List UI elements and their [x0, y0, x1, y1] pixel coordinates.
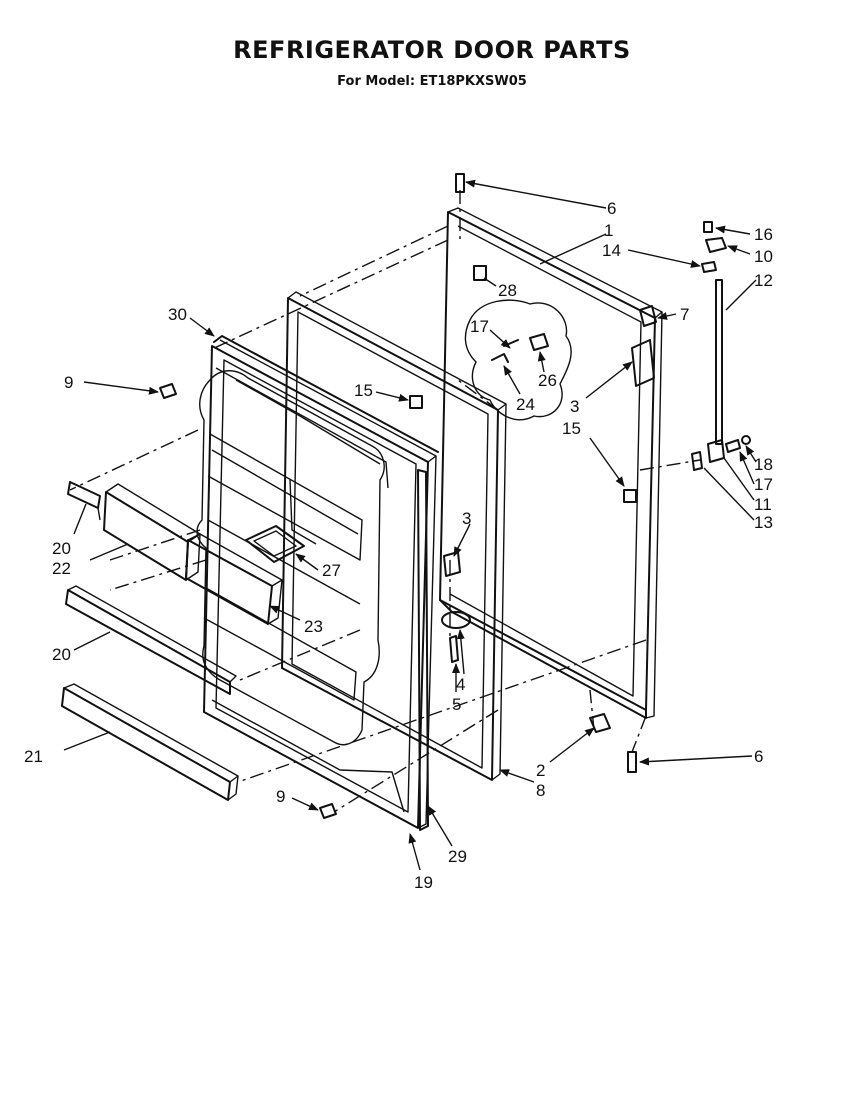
callout-19: 19: [414, 873, 433, 892]
callout-15-right: 15: [562, 419, 581, 438]
callout-8: 8: [536, 781, 545, 800]
callout-6: 6: [607, 199, 616, 218]
callout-10: 10: [754, 247, 773, 266]
callout-14: 14: [602, 241, 621, 260]
callout-27: 27: [322, 561, 341, 580]
callout-23: 23: [304, 617, 323, 636]
middle-door-bin: [185, 533, 283, 625]
door-shelf-bar: [65, 585, 237, 695]
callout-20: 20: [52, 539, 71, 558]
callout-3-lower: 3: [462, 509, 471, 528]
page-title: REFRIGERATOR DOOR PARTS: [233, 36, 631, 64]
callout-6-lower: 6: [754, 747, 763, 766]
callout-22: 22: [52, 559, 71, 578]
callout-13: 13: [754, 513, 773, 532]
assembly-lines: [69, 190, 701, 813]
upper-door-bin: [103, 483, 201, 581]
callout-24: 24: [516, 395, 535, 414]
callout-15: 15: [354, 381, 373, 400]
door-liner: [196, 339, 437, 829]
lower-door-shelf: [61, 683, 239, 801]
callout-29: 29: [448, 847, 467, 866]
callout-labels: 6 1 14 16 10 12 7 28 30 9 15 17 26 24 3 …: [24, 199, 773, 892]
leader-lines: [63, 179, 757, 871]
callout-9-lower: 9: [276, 787, 285, 806]
callout-18: 18: [754, 455, 773, 474]
breaker-strip: [417, 469, 429, 831]
callout-5: 5: [452, 695, 461, 714]
shelf-end-cap: [67, 481, 101, 521]
callout-7: 7: [680, 305, 689, 324]
callout-30: 30: [168, 305, 187, 324]
callout-17: 17: [470, 317, 489, 336]
liner-top-trim: [213, 335, 439, 453]
callout-20-lower: 20: [52, 645, 71, 664]
callout-28: 28: [498, 281, 517, 300]
outer-door-panel: [439, 207, 663, 719]
callout-26: 26: [538, 371, 557, 390]
callout-21: 21: [24, 747, 43, 766]
callout-12: 12: [754, 271, 773, 290]
hinge-parts: [159, 173, 751, 819]
callout-16: 16: [754, 225, 773, 244]
callout-1: 1: [604, 221, 613, 240]
callout-9: 9: [64, 373, 73, 392]
callout-4: 4: [456, 675, 465, 694]
callout-11: 11: [754, 495, 772, 514]
callout-3: 3: [570, 397, 579, 416]
model-subtitle: For Model: ET18PKXSW05: [337, 74, 527, 89]
callout-2: 2: [536, 761, 545, 780]
callout-17-right: 17: [754, 475, 773, 494]
